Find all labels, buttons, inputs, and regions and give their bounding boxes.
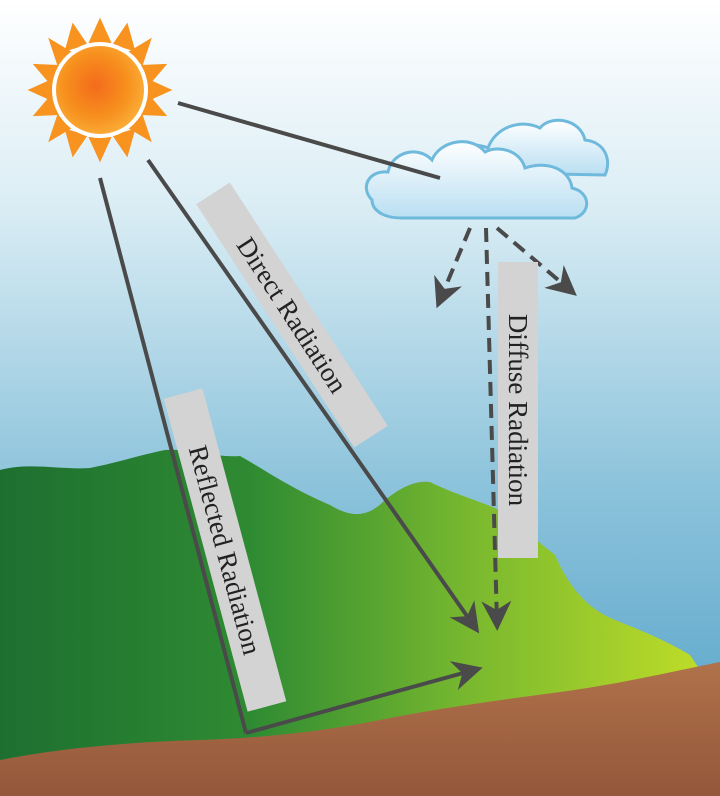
diffuse-radiation-text: Diffuse Radiation	[503, 314, 533, 507]
direct-radiation-arrow	[146, 158, 480, 634]
reflected-radiation-arrow	[245, 661, 483, 735]
sun-to-cloud-arrow	[177, 101, 441, 180]
ground-soil	[0, 662, 720, 796]
reflected-radiation-path	[98, 177, 248, 734]
diffuse-radiation-label: Diffuse Radiation	[498, 262, 538, 558]
sun-disc	[56, 46, 144, 134]
diffuse-radiation-arrows	[434, 226, 577, 631]
